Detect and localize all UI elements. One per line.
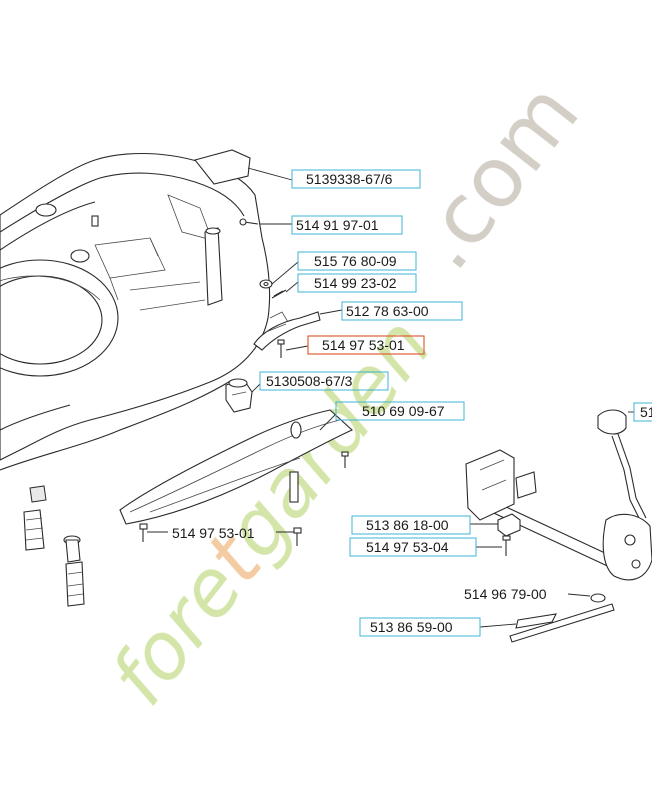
leader-lines (147, 223, 634, 533)
height-adjuster-illustration (465, 409, 652, 643)
svg-text:514 97 53-04: 514 97 53-04 (366, 539, 449, 555)
part-label-514-97-53-01-highlighted[interactable]: 514 97 53-01 (307, 335, 425, 355)
part-label-truncated-51[interactable]: 51 (633, 402, 652, 422)
svg-text:5139338-67/6: 5139338-67/6 (306, 171, 393, 187)
part-label-514-91-97-01[interactable]: 514 91 97-01 (291, 215, 403, 235)
svg-text:5130508-67/3: 5130508-67/3 (266, 373, 353, 389)
part-labels: 5139338-67/6 514 91 97-01 515 76 80-09 5… (172, 169, 652, 637)
svg-text:514 97 53-01: 514 97 53-01 (172, 525, 255, 541)
svg-text:514 96 79-00: 514 96 79-00 (464, 586, 547, 602)
part-label-514-96-79-00[interactable]: 514 96 79-00 (464, 586, 547, 602)
watermark-dotcom: .com (394, 65, 598, 288)
part-label-514-97-53-01[interactable]: 514 97 53-01 (172, 525, 255, 541)
part-label-515-76-80-09[interactable]: 515 76 80-09 (297, 251, 417, 271)
svg-text:514 99 23-02: 514 99 23-02 (314, 275, 397, 291)
part-label-510-69-09-67[interactable]: 510 69 09-67 (335, 401, 465, 421)
part-label-5139338-67-6[interactable]: 5139338-67/6 (291, 169, 421, 189)
part-label-513-86-59-00[interactable]: 513 86 59-00 (359, 617, 481, 637)
svg-text:510 69 09-67: 510 69 09-67 (362, 403, 445, 419)
svg-text:515 76 80-09: 515 76 80-09 (314, 253, 397, 269)
svg-text:513 86 59-00: 513 86 59-00 (370, 619, 453, 635)
part-label-514-99-23-02[interactable]: 514 99 23-02 (297, 273, 417, 293)
svg-text:514 97 53-01: 514 97 53-01 (322, 337, 405, 353)
part-label-5130508-67-3[interactable]: 5130508-67/3 (259, 371, 389, 391)
part-label-514-97-53-04[interactable]: 514 97 53-04 (349, 537, 477, 557)
svg-text:51: 51 (640, 404, 652, 420)
svg-text:513 86 18-00: 513 86 18-00 (366, 517, 449, 533)
mower-deck-illustration (0, 149, 353, 607)
svg-text:514 91 97-01: 514 91 97-01 (296, 217, 379, 233)
part-label-513-86-18-00[interactable]: 513 86 18-00 (351, 515, 471, 535)
svg-text:512 78 63-00: 512 78 63-00 (346, 303, 429, 319)
part-label-512-78-63-00[interactable]: 512 78 63-00 (341, 301, 463, 321)
